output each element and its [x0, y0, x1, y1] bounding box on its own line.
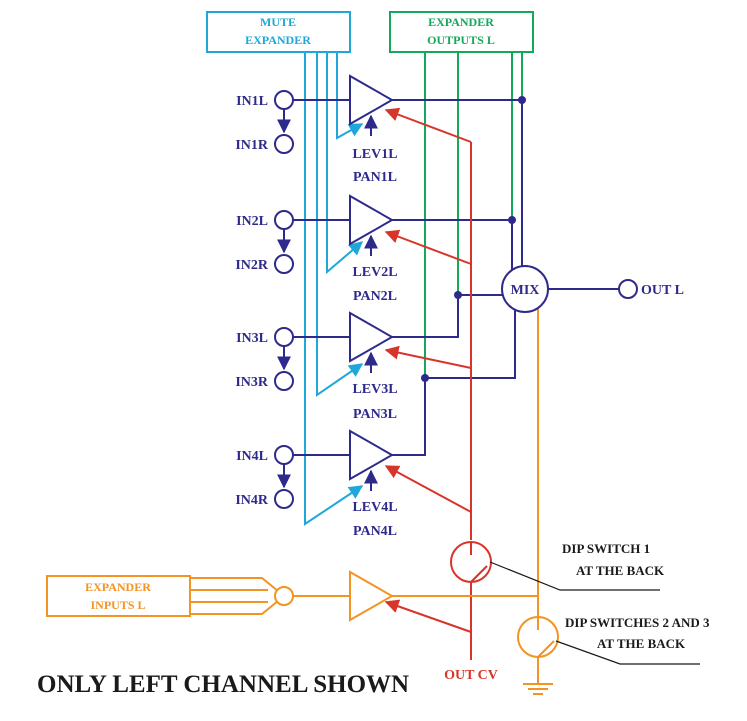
pan1l-label: PAN1L — [353, 170, 397, 185]
lev3l-label: LEV3L — [352, 382, 397, 397]
pan2l-label: PAN2L — [353, 289, 397, 304]
expander-output-wires — [424, 52, 523, 378]
mute-expander-label-1: MUTE — [260, 15, 296, 29]
channel-labels: IN1L IN1R LEV1L PAN1L IN2L IN2R LEV2L PA… — [235, 94, 397, 539]
mute-expander-box: MUTE EXPANDER — [206, 11, 351, 53]
mute-wires — [304, 52, 364, 526]
lev4l-label: LEV4L — [352, 500, 397, 515]
dip-switches-2-3-label-1: DIP SWITCHES 2 AND 3 — [565, 615, 710, 630]
out-l-jack — [618, 279, 638, 299]
vca-amplifiers — [349, 74, 395, 481]
expander-input-wires — [293, 307, 553, 695]
input-jacks — [274, 90, 294, 509]
expander-input-amplifier — [349, 570, 395, 622]
mix-label: MIX — [511, 283, 540, 298]
footer-caption: ONLY LEFT CHANNEL SHOWN — [37, 671, 409, 698]
dip-switch-1-label-1: DIP SWITCH 1 — [562, 541, 650, 556]
expander-outputs-box: EXPANDER OUTPUTS L — [389, 11, 534, 53]
mix-node — [501, 265, 549, 313]
out-l-label: OUT L — [641, 283, 684, 298]
dip-callouts — [489, 561, 700, 665]
in4r-label: IN4R — [235, 493, 269, 508]
lev1l-label: LEV1L — [352, 147, 397, 162]
out-cv-label: OUT CV — [444, 668, 498, 683]
mute-expander-label-2: EXPANDER — [245, 33, 311, 47]
expander-inputs-label-1: EXPANDER — [85, 580, 151, 594]
pan4l-label: PAN4L — [353, 524, 397, 539]
in2r-label: IN2R — [235, 258, 269, 273]
dip-switch-1 — [450, 541, 492, 583]
expander-input-jack — [274, 586, 294, 606]
dip-switches-2-3-label-2: AT THE BACK — [597, 636, 686, 651]
in3l-label: IN3L — [236, 331, 268, 346]
dip-switch-2-3 — [517, 616, 559, 658]
in1r-label: IN1R — [235, 138, 269, 153]
expander-outputs-label-2: OUTPUTS L — [427, 33, 495, 47]
pan3l-label: PAN3L — [353, 407, 397, 422]
expander-inputs-label-2: INPUTS L — [90, 598, 145, 612]
lev2l-label: LEV2L — [352, 265, 397, 280]
signal-wires — [293, 99, 620, 456]
expander-inputs-connector: EXPANDER INPUTS L — [46, 575, 286, 617]
expander-outputs-label-1: EXPANDER — [428, 15, 494, 29]
in2l-label: IN2L — [236, 214, 268, 229]
junction-dots — [421, 96, 526, 382]
in4l-label: IN4L — [236, 449, 268, 464]
dip-switch-1-label-2: AT THE BACK — [576, 563, 665, 578]
in3r-label: IN3R — [235, 375, 269, 390]
in1l-label: IN1L — [236, 94, 268, 109]
